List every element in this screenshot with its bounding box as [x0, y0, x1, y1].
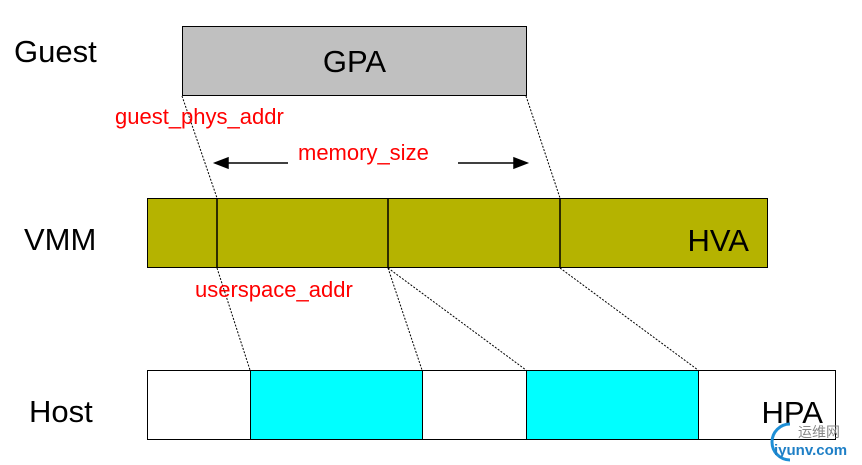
hva-label: HVA — [687, 223, 749, 258]
map-line-gpa-end — [525, 95, 561, 199]
memory-size-arrow — [212, 156, 530, 170]
row-label-vmm: VMM — [24, 222, 97, 257]
hpa-mapped-block-2 — [526, 370, 699, 440]
watermark: 运维网 iyunv.com — [760, 420, 860, 465]
hpa-label: HPA — [761, 395, 823, 430]
map-line-hva-2a — [387, 267, 423, 371]
map-line-hva-1a — [216, 267, 251, 371]
hva-region: HVA — [147, 198, 768, 268]
userspace-addr-label: userspace_addr — [195, 277, 353, 302]
map-line-gpa-start — [181, 95, 218, 199]
hpa-mapped-block-1 — [250, 370, 423, 440]
arrow-right-icon — [513, 156, 530, 170]
map-line-hva-2b — [387, 267, 527, 371]
gpa-label: GPA — [322, 44, 387, 79]
row-label-guest: Guest — [14, 34, 97, 69]
memory-size-label: memory_size — [298, 140, 429, 165]
arrow-left-icon — [212, 156, 229, 170]
row-label-host: Host — [29, 394, 93, 429]
gpa-region: GPA — [182, 26, 527, 96]
watermark-cn: 运维网 — [798, 424, 840, 440]
watermark-domain: iyunv.com — [774, 442, 848, 459]
map-line-hva-3 — [559, 267, 699, 371]
guest-phys-addr-label: guest_phys_addr — [115, 104, 284, 129]
watermark-logo-icon — [770, 422, 791, 462]
